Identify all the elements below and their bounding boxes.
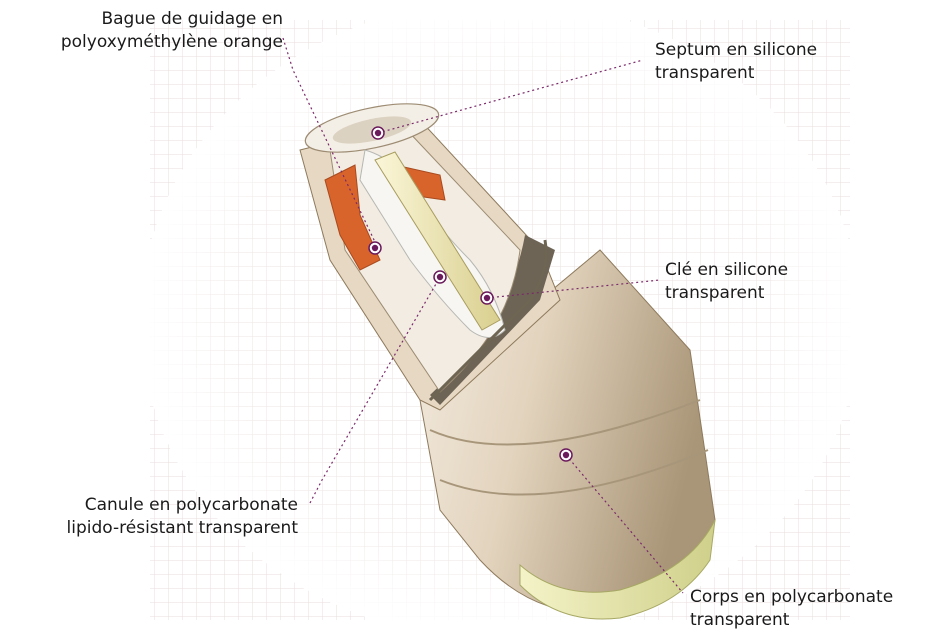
marker-canule [434,271,446,283]
marker-cle [481,292,493,304]
label-septum-line-2: transparent [655,62,817,85]
label-cle-line-2: transparent [665,282,788,305]
label-bague-line-1: Bague de guidage en [10,8,283,31]
label-corps-line-1: Corps en polycarbonate [690,586,893,609]
marker-septum [372,127,384,139]
label-bague-line-2: polyoxyméthylène orange [10,31,283,54]
label-septum: Septum en silicone transparent [655,39,817,85]
label-septum-line-1: Septum en silicone [655,39,817,62]
label-cle-line-1: Clé en silicone [665,259,788,282]
label-canule: Canule en polycarbonate lipido-résistant… [16,494,298,540]
label-bague: Bague de guidage en polyoxyméthylène ora… [10,8,283,54]
label-canule-line-2: lipido-résistant transparent [16,517,298,540]
marker-bague [369,242,381,254]
label-corps-line-2: transparent [690,609,893,632]
label-corps: Corps en polycarbonate transparent [690,586,893,632]
label-cle: Clé en silicone transparent [665,259,788,305]
label-canule-line-1: Canule en polycarbonate [16,494,298,517]
marker-corps [560,449,572,461]
